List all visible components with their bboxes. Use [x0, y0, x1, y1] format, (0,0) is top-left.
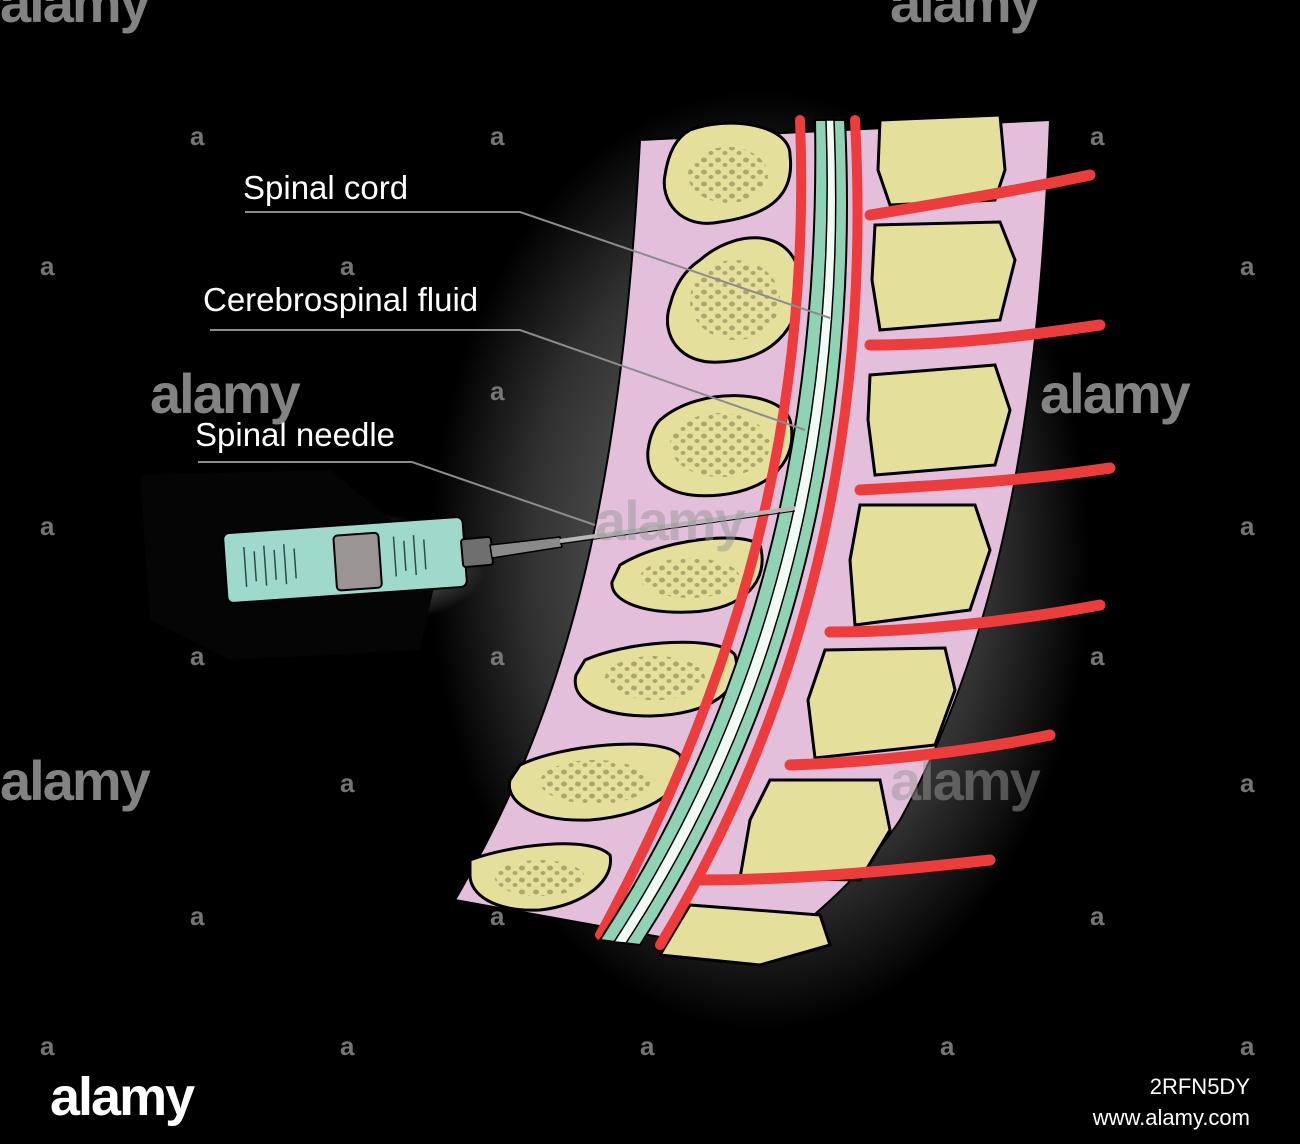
- label-cerebrospinal-fluid: Cerebrospinal fluid: [203, 281, 478, 318]
- watermark-mark: a: [490, 641, 505, 671]
- label-spinal-cord: Spinal cord: [243, 169, 408, 206]
- watermark-mark: a: [1240, 1031, 1255, 1061]
- blood-vessels: [595, 115, 1116, 950]
- spinal-needle-outline: [559, 510, 796, 545]
- leader-lines: [198, 211, 831, 526]
- leader-spinal-cord: [245, 211, 831, 319]
- spinal-cord: [612, 119, 837, 944]
- footer-logo: alamy: [50, 1067, 195, 1127]
- label-spinal-needle: Spinal needle: [195, 416, 395, 453]
- syringe-scale: [243, 535, 427, 587]
- watermark-mark: a: [940, 1031, 955, 1061]
- spinal-needle: [559, 506, 796, 543]
- watermark-mark: a: [40, 511, 55, 541]
- watermark-mark: a: [40, 1031, 55, 1061]
- vertebra: [870, 220, 1017, 332]
- branch-vessel: [784, 729, 1056, 771]
- branch-vessel: [694, 854, 996, 886]
- watermark-logo: alamy: [0, 0, 151, 34]
- watermark-mark: a: [640, 1031, 655, 1061]
- watermark-mark: a: [340, 1031, 355, 1061]
- watermark-logo: alamy: [150, 362, 301, 425]
- leader-csf: [210, 329, 806, 431]
- vertebra: [657, 903, 832, 967]
- watermark-logo: alamy: [890, 0, 1041, 34]
- watermark-mark: a: [1090, 641, 1105, 671]
- leader-needle: [198, 461, 596, 526]
- watermark-mark: a: [40, 251, 55, 281]
- anterior-vessel: [655, 115, 863, 950]
- footer: alamy 2RFN5DY www.alamy.com: [50, 1067, 1250, 1130]
- site-url: www.alamy.com: [1092, 1105, 1250, 1130]
- watermark-mark: a: [190, 901, 205, 931]
- vertebra: [806, 646, 957, 760]
- watermark-logo: alamy: [1040, 362, 1191, 425]
- watermark-mark: a: [1240, 251, 1255, 281]
- watermark-logo: alamy: [0, 749, 151, 812]
- vertebra: [738, 778, 892, 882]
- branch-vessel: [824, 599, 1106, 638]
- branch-vessel: [864, 319, 1106, 351]
- vertebra: [848, 503, 992, 627]
- bone-texture: [495, 147, 780, 896]
- watermarks: alamy alamy alamy alamy alamy alamy alam…: [0, 0, 1255, 1061]
- watermark-mark: a: [1240, 768, 1255, 798]
- watermark-logo: alamy: [890, 749, 1041, 812]
- watermark-mark: a: [340, 768, 355, 798]
- branch-vessel: [864, 169, 1096, 221]
- watermark-mark: a: [1090, 121, 1105, 151]
- watermark-mark: a: [190, 641, 205, 671]
- watermark-mark: a: [340, 251, 355, 281]
- syringe: [140, 470, 796, 660]
- watermark-mark: a: [1240, 511, 1255, 541]
- image-id: 2RFN5DY: [1150, 1074, 1251, 1099]
- watermark-mark: a: [190, 121, 205, 151]
- watermark-mark: a: [490, 376, 505, 406]
- watermark-mark: a: [1090, 901, 1105, 931]
- needle-connector: [489, 536, 563, 559]
- syringe-hub: [460, 535, 494, 569]
- branch-vessel: [854, 462, 1116, 496]
- watermark-mark: a: [490, 121, 505, 151]
- syringe-plunger: [332, 531, 383, 592]
- watermark-mark: a: [490, 901, 505, 931]
- vertebra: [876, 113, 1007, 207]
- vertebral-bodies: [657, 113, 1017, 967]
- vertebra: [866, 363, 1012, 477]
- watermark-logo: alamy: [595, 489, 746, 552]
